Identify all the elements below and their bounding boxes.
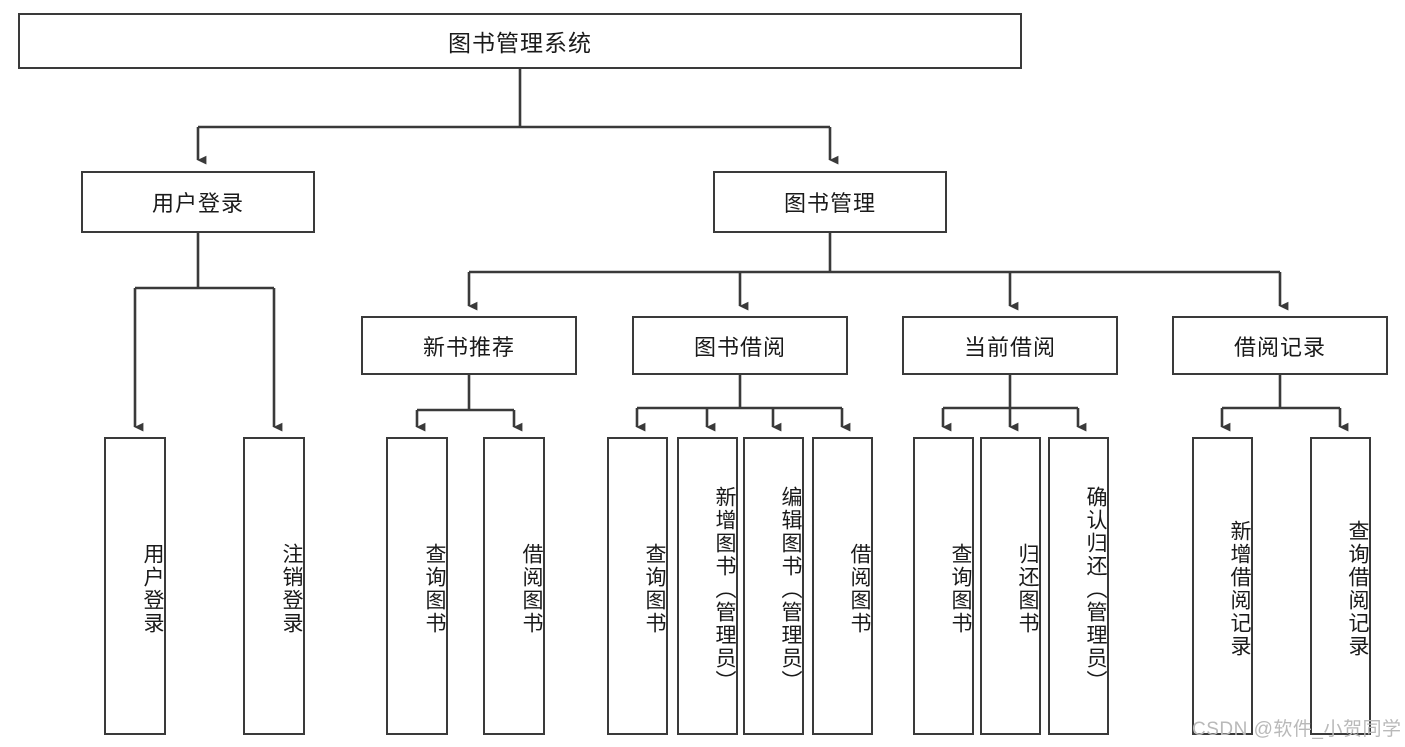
node-book-borrow-label: 图书借阅	[693, 334, 786, 360]
node-leaf-query-book-3-label: 查询图书	[949, 543, 972, 635]
node-leaf-borrow-book-2[interactable]: 借阅图书	[812, 437, 873, 735]
node-leaf-edit-book-label: 编辑图书（管理员）	[779, 485, 802, 693]
node-leaf-logout-login[interactable]: 注销登录	[243, 437, 305, 735]
node-leaf-query-record-label: 查询借阅记录	[1346, 520, 1369, 658]
node-borrow-record[interactable]: 借阅记录	[1172, 316, 1388, 375]
node-root[interactable]: 图书管理系统	[18, 13, 1022, 69]
node-leaf-user-login[interactable]: 用户登录	[104, 437, 166, 735]
node-book-manage-label: 图书管理	[783, 191, 876, 216]
node-user-login-label: 用户登录	[151, 191, 244, 216]
node-new-book-recommend[interactable]: 新书推荐	[361, 316, 577, 375]
node-leaf-user-login-label: 用户登录	[141, 543, 164, 635]
node-leaf-add-book-label: 新增图书（管理员）	[713, 485, 736, 693]
node-leaf-borrow-book-1-label: 借阅图书	[520, 543, 543, 635]
node-leaf-edit-book[interactable]: 编辑图书（管理员）	[743, 437, 804, 735]
node-new-book-recommend-label: 新书推荐	[422, 334, 515, 360]
node-leaf-confirm-return-label: 确认归还（管理员）	[1084, 485, 1107, 693]
node-leaf-logout-login-label: 注销登录	[280, 543, 303, 635]
node-current-borrow[interactable]: 当前借阅	[902, 316, 1118, 375]
watermark-text: CSDN @软件_小贺同学	[1192, 719, 1402, 740]
node-current-borrow-label: 当前借阅	[963, 334, 1056, 360]
node-leaf-query-book-1[interactable]: 查询图书	[386, 437, 448, 735]
node-leaf-return-book-label: 归还图书	[1016, 543, 1039, 635]
node-leaf-query-book-3[interactable]: 查询图书	[913, 437, 974, 735]
node-leaf-query-book-2-label: 查询图书	[643, 543, 666, 635]
node-leaf-add-record-label: 新增借阅记录	[1228, 520, 1251, 658]
node-leaf-query-book-2[interactable]: 查询图书	[607, 437, 668, 735]
node-leaf-add-book[interactable]: 新增图书（管理员）	[677, 437, 738, 735]
node-leaf-query-book-1-label: 查询图书	[423, 543, 446, 635]
node-leaf-confirm-return[interactable]: 确认归还（管理员）	[1048, 437, 1109, 735]
node-leaf-add-record[interactable]: 新增借阅记录	[1192, 437, 1253, 735]
node-leaf-borrow-book-2-label: 借阅图书	[848, 543, 871, 635]
node-user-login[interactable]: 用户登录	[81, 171, 315, 233]
node-leaf-query-record[interactable]: 查询借阅记录	[1310, 437, 1371, 735]
node-root-label: 图书管理系统	[448, 30, 592, 56]
node-book-borrow[interactable]: 图书借阅	[632, 316, 848, 375]
node-borrow-record-label: 借阅记录	[1233, 334, 1326, 360]
node-leaf-return-book[interactable]: 归还图书	[980, 437, 1041, 735]
node-leaf-borrow-book-1[interactable]: 借阅图书	[483, 437, 545, 735]
node-book-manage[interactable]: 图书管理	[713, 171, 947, 233]
